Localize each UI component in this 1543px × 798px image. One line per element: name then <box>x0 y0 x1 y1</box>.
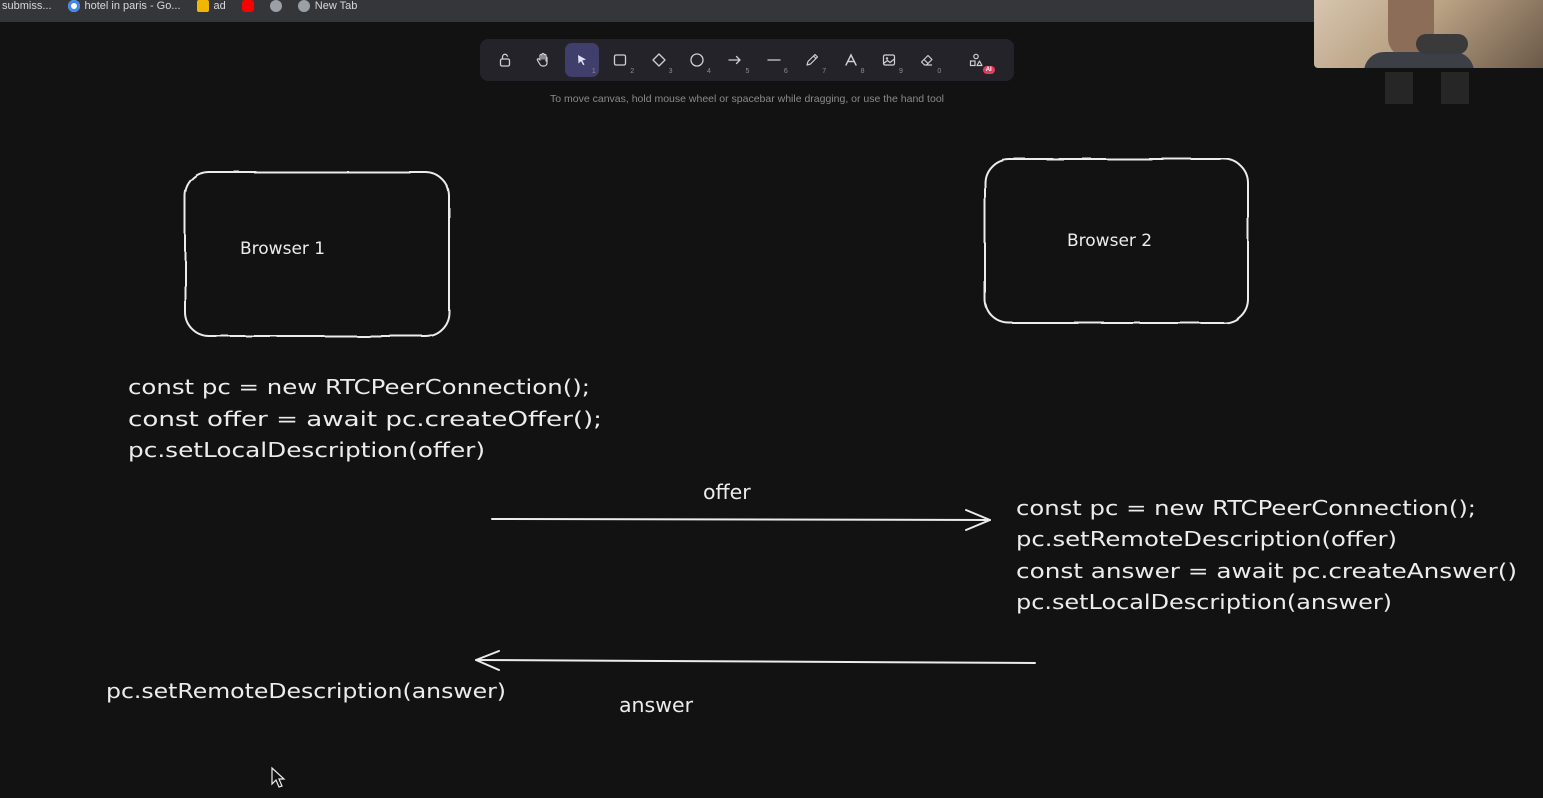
shortcut-key: 1 <box>591 68 596 75</box>
tool-eraser[interactable]: 0 <box>910 43 944 77</box>
tool-image[interactable]: 9 <box>872 43 906 77</box>
answer-arrow-line <box>475 659 1036 664</box>
ai-badge: AI <box>982 66 995 74</box>
webcam-shadow <box>1441 72 1469 104</box>
bookmarks-bar: submiss... hotel in paris - Go... ad New… <box>0 0 1543 22</box>
answer-arrow-head <box>475 650 500 671</box>
shortcut-key: 9 <box>899 68 903 75</box>
shortcut-key: 4 <box>707 68 711 75</box>
bookmark-settings[interactable] <box>269 0 282 12</box>
shapes-icon <box>969 53 983 67</box>
code-line: const pc = new RTCPeerConnection(); <box>1016 496 1476 520</box>
ellipse-icon <box>690 53 704 67</box>
diamond-icon <box>651 53 666 67</box>
lock-icon <box>499 53 511 67</box>
browser-1-rect <box>184 171 450 337</box>
bookmark-new-tab[interactable]: New Tab <box>297 0 358 12</box>
browser-1-label: Browser 1 <box>240 239 325 259</box>
code-line: const pc = new RTCPeerConnection(); <box>128 375 590 399</box>
tool-hand[interactable] <box>526 43 560 77</box>
offer-arrow[interactable] <box>491 509 991 531</box>
shortcut-key: 8 <box>860 68 865 75</box>
tool-text[interactable]: 8 <box>834 43 868 77</box>
line-icon <box>767 59 781 61</box>
bookmark-youtube[interactable] <box>241 0 254 12</box>
browser-1-code-block[interactable]: const pc = new RTCPeerConnection(); cons… <box>128 375 602 462</box>
bookmark-label: ad <box>213 0 226 12</box>
tool-line[interactable]: 6 <box>757 43 791 77</box>
presenter-body <box>1364 52 1474 68</box>
code-line: pc.setLocalDescription(offer) <box>128 438 485 462</box>
tool-arrow[interactable]: 5 <box>718 43 752 77</box>
eraser-icon <box>921 54 933 66</box>
tool-palette: 1 2 3 4 5 <box>480 39 1014 81</box>
tool-draw[interactable]: 7 <box>795 43 829 77</box>
code-line: const answer = await pc.createAnswer() <box>1016 559 1517 583</box>
hand-icon <box>537 52 548 67</box>
code-line: const offer = await pc.createOffer(); <box>128 407 602 431</box>
browser-2-box[interactable]: Browser 2 <box>984 158 1249 324</box>
bookmark-ad[interactable]: ad <box>196 0 226 12</box>
browser-2-label: Browser 2 <box>1067 231 1152 251</box>
browser-2-code-block[interactable]: const pc = new RTCPeerConnection(); pc.s… <box>1016 496 1517 614</box>
shortcut-key: 3 <box>668 68 673 75</box>
offer-arrow-head <box>965 509 991 531</box>
browser-1-answer-code[interactable]: pc.setRemoteDescription(answer) <box>106 679 506 703</box>
tool-selection[interactable]: 1 <box>564 43 599 77</box>
shortcut-key: 0 <box>937 68 942 75</box>
rectangle-icon <box>614 54 627 66</box>
image-icon <box>882 54 896 66</box>
youtube-icon <box>241 0 254 12</box>
tool-more-tools[interactable]: AI <box>959 43 995 77</box>
shortcut-key: 5 <box>745 68 750 75</box>
mouse-cursor-icon <box>271 766 286 788</box>
tool-ellipse[interactable]: 4 <box>680 43 714 77</box>
webcam-overlay <box>1314 0 1543 68</box>
canvas-hint: To move canvas, hold mouse wheel or spac… <box>550 93 944 105</box>
bookmark-label: New Tab <box>314 0 358 12</box>
browser-2-rect <box>984 158 1249 324</box>
answer-label[interactable]: answer <box>619 693 694 717</box>
bookmark-icon <box>196 0 209 12</box>
tool-diamond[interactable]: 3 <box>642 43 676 77</box>
webcam-shadow <box>1385 72 1413 104</box>
shortcut-key: 7 <box>822 68 827 75</box>
tool-lock[interactable] <box>488 43 522 77</box>
answer-arrow[interactable] <box>475 650 1036 671</box>
settings-icon <box>269 0 282 12</box>
code-line: pc.setRemoteDescription(offer) <box>1016 527 1397 551</box>
arrow-icon <box>728 55 742 65</box>
browser-1-box[interactable]: Browser 1 <box>184 171 450 337</box>
globe-icon <box>297 0 310 12</box>
bookmark-submissions[interactable]: submiss... <box>2 0 52 12</box>
pointer-icon <box>577 55 586 66</box>
bookmark-label: submiss... <box>2 0 52 12</box>
code-line: pc.setLocalDescription(answer) <box>1016 590 1392 614</box>
shortcut-key: 2 <box>630 68 635 75</box>
offer-arrow-line <box>491 518 991 521</box>
bookmark-label: hotel in paris - Go... <box>84 0 181 12</box>
pencil-icon <box>806 53 819 66</box>
text-icon <box>844 53 857 66</box>
shortcut-key: 6 <box>783 68 788 75</box>
tool-rectangle[interactable]: 2 <box>603 43 637 77</box>
bookmark-hotel-search[interactable]: hotel in paris - Go... <box>67 0 181 12</box>
offer-label[interactable]: offer <box>703 480 751 504</box>
microphone-icon <box>1416 34 1468 54</box>
google-icon <box>67 0 80 12</box>
